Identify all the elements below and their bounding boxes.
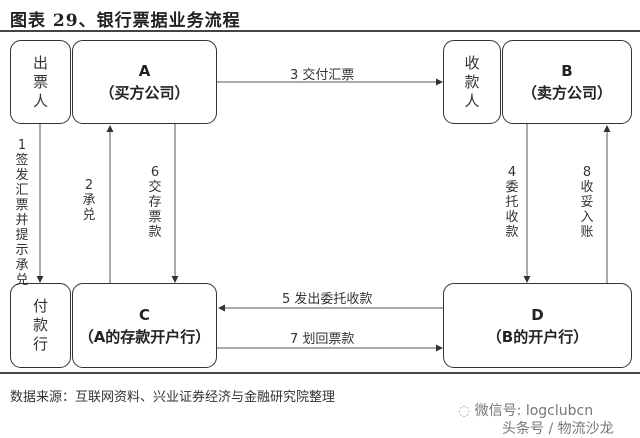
edge-label-8: 8收妥入账 bbox=[580, 165, 594, 240]
edge-label-1: 1签发汇票并提示承兑 bbox=[15, 138, 29, 288]
edge-label-7: 7 划回票款 bbox=[290, 332, 355, 347]
watermark-line2: 头条号 / 物流沙龙 bbox=[502, 421, 614, 437]
bottom-divider bbox=[0, 372, 640, 374]
node-b-name: B bbox=[561, 62, 573, 80]
node-c-desc: （A的存款开户行） bbox=[78, 327, 211, 346]
figure-title: 图表 29、银行票据业务流程 bbox=[10, 11, 241, 31]
edge-label-4: 4委托收款 bbox=[505, 165, 519, 240]
payee-box: 收款人 bbox=[443, 40, 501, 124]
edge-label-5: 5 发出委托收款 bbox=[282, 292, 373, 307]
node-a: A （买方公司） bbox=[72, 40, 217, 124]
edge-label-2: 2承兑 bbox=[82, 178, 96, 223]
node-a-name: A bbox=[138, 62, 151, 80]
watermark-wechat: ◌ 微信号: logclubcn bbox=[458, 400, 593, 420]
node-d-desc: （B的开户行） bbox=[486, 327, 589, 346]
source-note: 数据来源：互联网资料、兴业证券经济与金融研究院整理 bbox=[10, 390, 336, 405]
node-a-desc: （买方公司） bbox=[99, 84, 190, 102]
node-d: D （B的开户行） bbox=[443, 283, 632, 368]
node-c-name: C bbox=[138, 305, 150, 324]
edge-label-6: 6交存票款 bbox=[148, 165, 162, 240]
edge-label-3: 3 交付汇票 bbox=[290, 68, 355, 83]
payer-bank-box: 付款行 bbox=[10, 283, 71, 368]
node-b: B （卖方公司） bbox=[502, 40, 632, 124]
payee-label: 收款人 bbox=[464, 53, 480, 110]
node-c: C （A的存款开户行） bbox=[72, 283, 217, 368]
node-d-name: D bbox=[531, 305, 544, 324]
drawer-box: 出票人 bbox=[10, 40, 71, 124]
top-divider bbox=[0, 30, 640, 32]
node-b-desc: （卖方公司） bbox=[521, 84, 612, 102]
wechat-icon: ◌ bbox=[458, 403, 471, 419]
drawer-label: 出票人 bbox=[32, 53, 48, 110]
payer-bank-label: 付款行 bbox=[32, 297, 48, 353]
watermark-line1: 微信号: logclubcn bbox=[474, 403, 594, 419]
